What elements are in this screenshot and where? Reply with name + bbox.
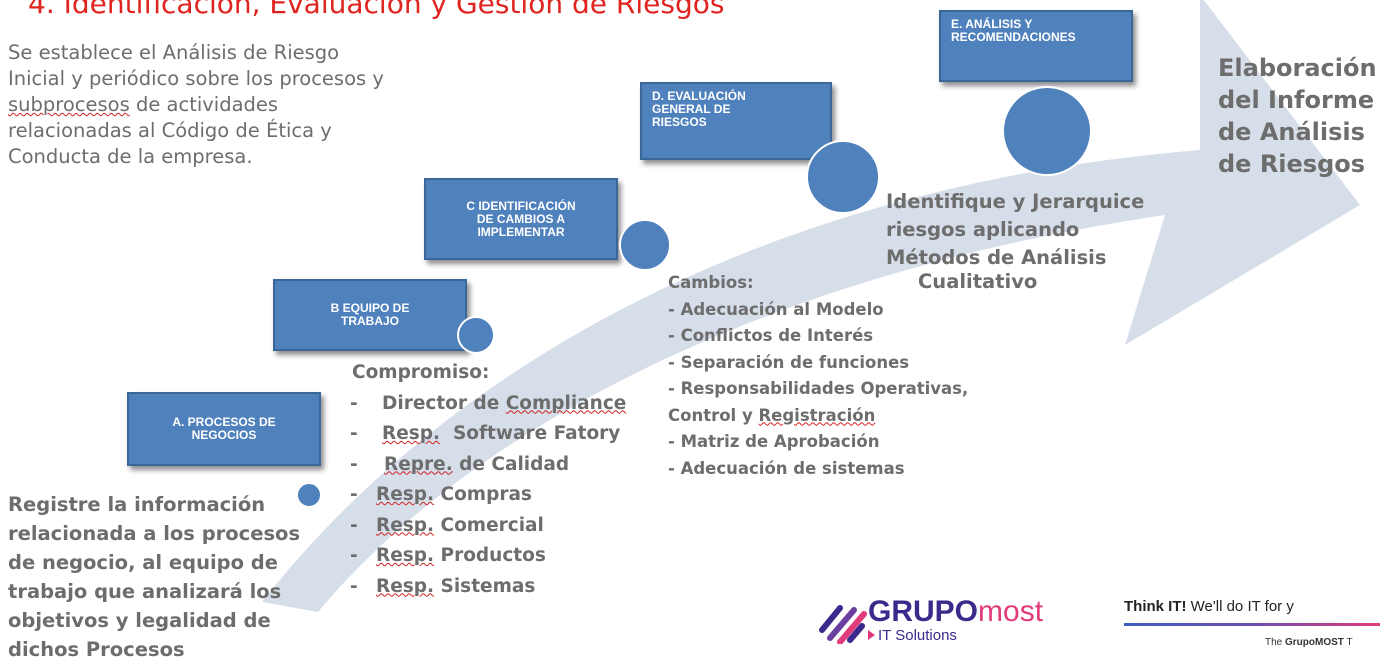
step-d-box: D. EVALUACIÓN GENERAL DE RIESGOS bbox=[640, 82, 832, 160]
progress-arrow-shape bbox=[262, 0, 1360, 612]
cambios-item: - Conflictos de Interés bbox=[668, 326, 874, 345]
registre-line: de negocio, al equipo de bbox=[8, 551, 278, 574]
grupomost-wordmark: GRUPOmost bbox=[868, 596, 1043, 628]
registre-text: Registre la información relacionada a lo… bbox=[8, 490, 338, 664]
final-line: de Riesgos bbox=[1218, 150, 1366, 178]
step-b-circle bbox=[457, 316, 495, 354]
intro-word-subprocesos: subprocesos bbox=[8, 93, 130, 116]
identifique-block: Identifique y Jerarquice riesgos aplican… bbox=[886, 188, 1166, 296]
intro-line: Inicial y periódico sobre los procesos y bbox=[8, 67, 384, 90]
compromiso-item: -Resp. Comercial bbox=[350, 514, 544, 536]
step-c-box: C IDENTIFICACIÓN DE CAMBIOS A IMPLEMENTA… bbox=[424, 178, 618, 260]
registre-line: relacionada a los procesos bbox=[8, 522, 301, 545]
identifique-line: riesgos aplicando bbox=[886, 218, 1080, 241]
final-line: del Informe bbox=[1218, 86, 1375, 114]
identifique-line: Métodos de Análisis bbox=[886, 246, 1107, 269]
intro-line: subprocesos de actividades bbox=[8, 93, 279, 116]
registre-line: dichos Procesos bbox=[8, 638, 185, 661]
intro-text: Se establece el Análisis de Riesgo Inici… bbox=[8, 40, 438, 170]
identifique-line: Identifique y Jerarquice bbox=[886, 190, 1145, 213]
logo-sub-icon bbox=[868, 630, 875, 640]
compromiso-item: -Resp. Sistemas bbox=[350, 575, 536, 597]
step-b-box: B EQUIPO DE TRABAJO bbox=[273, 279, 467, 351]
tagline-rest: We'll do IT for y bbox=[1186, 598, 1294, 615]
compromiso-item: -Resp. Productos bbox=[350, 545, 546, 566]
intro-line: Se establece el Análisis de Riesgo bbox=[8, 41, 340, 64]
final-line: de Análisis bbox=[1218, 118, 1365, 146]
cambios-item: - Matriz de Aprobación bbox=[668, 432, 880, 451]
identifique-line: Cualitativo bbox=[918, 270, 1038, 293]
compromiso-heading: Compromiso: bbox=[352, 362, 490, 383]
logo-most: most bbox=[978, 595, 1044, 628]
step-d-circle bbox=[806, 140, 880, 214]
intro-line: relacionadas al Código de Ética y bbox=[8, 119, 332, 142]
cambios-block: Cambios: - Adecuación al Modelo - Confli… bbox=[668, 270, 998, 482]
tagline: Think IT! We'll do IT for y bbox=[1124, 598, 1380, 615]
cambios-item: Control y Registración bbox=[668, 405, 876, 425]
registre-line: objetivos y legalidad de bbox=[8, 609, 271, 632]
step-c-circle bbox=[619, 219, 671, 271]
tagline-underline bbox=[1124, 623, 1380, 626]
cambios-item: - Responsabilidades Operativas, bbox=[668, 379, 969, 398]
compromiso-item: -Repre. de Calidad bbox=[350, 453, 570, 475]
compromiso-item: -Resp. Compras bbox=[350, 484, 532, 505]
step-a-circle bbox=[296, 482, 322, 508]
cambios-item: - Separación de funciones bbox=[668, 352, 910, 372]
compromiso-item: -Resp. Software Fatory bbox=[350, 423, 621, 444]
tagline-small: The GrupoMOST T bbox=[1265, 637, 1353, 648]
cambios-item: - Adecuación al Modelo bbox=[668, 299, 884, 319]
final-text: Elaboración del Informe de Análisis de R… bbox=[1218, 52, 1378, 180]
compromiso-block: Compromiso: -Director de Compliance -Res… bbox=[350, 358, 680, 602]
registre-line: Registre la información bbox=[8, 493, 266, 516]
cambios-item: - Adecuación de sistemas bbox=[668, 458, 905, 478]
registre-line: trabajo que analizará los bbox=[8, 580, 282, 603]
page-title: 4. Identificación, Evaluación y Gestión … bbox=[28, 0, 725, 20]
tagline-think: Think IT! bbox=[1124, 598, 1187, 615]
step-a-box: A. PROCESOS DE NEGOCIOS bbox=[127, 392, 321, 466]
grupomost-logo: GRUPOmost IT Solutions bbox=[818, 596, 1048, 646]
intro-line: Conducta de la empresa. bbox=[8, 145, 253, 168]
compromiso-item: -Director de Compliance bbox=[350, 392, 627, 414]
grupomost-logo-mark bbox=[819, 605, 867, 644]
cambios-heading: Cambios: bbox=[668, 273, 754, 292]
final-line: Elaboración bbox=[1218, 54, 1377, 82]
logo-grupo: GRUPO bbox=[868, 595, 979, 628]
step-e-circle bbox=[1002, 86, 1092, 176]
step-e-box: E. ANÁLISIS Y RECOMENDACIONES bbox=[939, 10, 1133, 82]
logo-subtitle: IT Solutions bbox=[868, 627, 957, 644]
